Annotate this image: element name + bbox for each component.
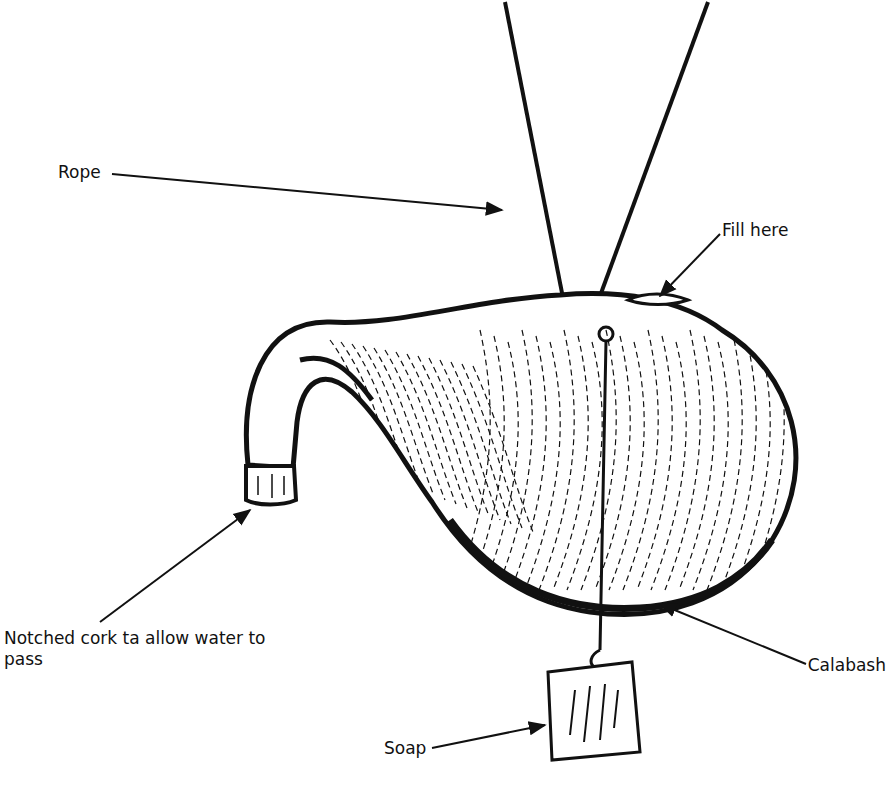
- calabash-shadow: [300, 358, 372, 400]
- calabash-shading: [330, 330, 784, 590]
- shading-stroke: [595, 336, 630, 590]
- shading-stroke: [511, 336, 546, 590]
- shading-stroke: [553, 336, 588, 590]
- fill-label: Fill here: [722, 220, 788, 241]
- cork-label: Notched cork ta allow water to pass: [4, 628, 284, 671]
- hook: [599, 327, 613, 341]
- shading-stroke: [651, 342, 686, 590]
- shading-stroke: [581, 330, 616, 590]
- soap-texture: [570, 684, 618, 742]
- calabash-shadow: [450, 520, 772, 608]
- shading-stroke: [665, 330, 700, 590]
- shading-stroke: [418, 356, 478, 512]
- shading-stroke: [429, 358, 489, 516]
- shading-stroke: [407, 354, 467, 508]
- cork-texture: [258, 474, 284, 498]
- rope: [600, 2, 708, 296]
- shading-stroke: [693, 342, 728, 590]
- shading-stroke: [396, 352, 456, 504]
- shading-stroke: [525, 342, 560, 590]
- rope: [505, 2, 563, 298]
- shading-stroke: [539, 330, 574, 590]
- shading-stroke: [567, 342, 602, 590]
- rope-label: Rope: [58, 162, 101, 183]
- shading-stroke: [451, 362, 511, 524]
- calabash-outline: [246, 294, 796, 615]
- shading-stroke: [497, 330, 532, 590]
- shading-stroke: [462, 364, 522, 528]
- leader-line: [660, 604, 806, 664]
- soap-string: [591, 341, 606, 668]
- fill-opening: [628, 294, 688, 305]
- shading-stroke: [440, 360, 500, 520]
- shading-stroke: [637, 336, 672, 590]
- notched-cork: [246, 466, 296, 505]
- leader-line: [432, 725, 545, 748]
- soap-bar: [548, 662, 640, 760]
- shading-stroke: [721, 336, 756, 590]
- calabash-label: Calabash: [808, 655, 886, 676]
- soap-label: Soap: [384, 738, 426, 759]
- shading-stroke: [473, 366, 533, 532]
- leader-line: [112, 174, 502, 210]
- shading-stroke: [483, 342, 518, 590]
- shading-stroke: [609, 342, 644, 590]
- shading-stroke: [679, 336, 714, 590]
- leader-line: [100, 510, 250, 622]
- shading-stroke: [623, 330, 658, 590]
- leader-line: [660, 234, 720, 296]
- shading-stroke: [707, 330, 742, 590]
